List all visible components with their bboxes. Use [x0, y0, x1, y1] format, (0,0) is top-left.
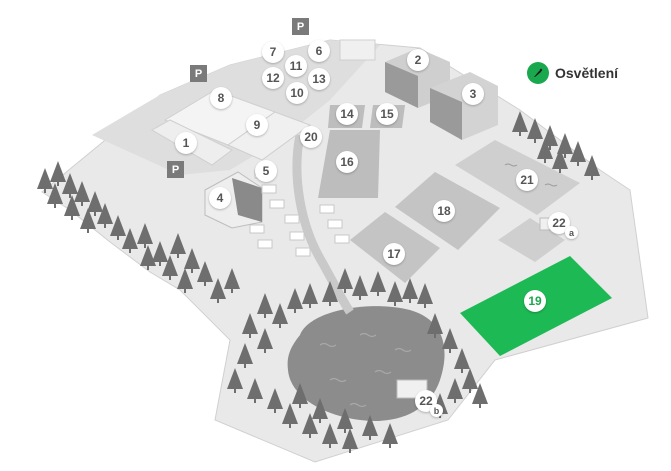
marker-1[interactable]: 1	[175, 132, 197, 154]
marker-6[interactable]: 6	[308, 40, 330, 62]
lighting-legend[interactable]: Osvětlení	[527, 62, 618, 84]
marker-17[interactable]: 17	[383, 243, 405, 265]
parking-sign-lower-left[interactable]: P	[167, 161, 184, 178]
marker-11[interactable]: 11	[285, 55, 307, 77]
building-2-side	[385, 62, 418, 108]
marker-12[interactable]: 12	[262, 67, 284, 89]
walkway	[292, 134, 354, 315]
marker-18[interactable]: 18	[433, 200, 455, 222]
marker-7[interactable]: 7	[262, 41, 284, 63]
field-22a-area	[498, 218, 565, 262]
marker-8[interactable]: 8	[210, 87, 232, 109]
building-4-side	[232, 178, 262, 222]
marker-16[interactable]: 16	[336, 151, 358, 173]
marker-20[interactable]: 20	[300, 126, 322, 148]
lamp-icon	[527, 62, 549, 84]
building-3-side	[430, 88, 462, 140]
marker-5[interactable]: 5	[255, 160, 277, 182]
parking-sign-top[interactable]: P	[292, 18, 309, 35]
marker-9[interactable]: 9	[246, 114, 268, 136]
marker-4[interactable]: 4	[209, 187, 231, 209]
marker-15[interactable]: 15	[376, 103, 398, 125]
marker-10[interactable]: 10	[286, 82, 308, 104]
marker-13[interactable]: 13	[308, 68, 330, 90]
marker-19[interactable]: 19	[524, 290, 546, 312]
marker-3[interactable]: 3	[462, 83, 484, 105]
marker-22a-suffix: a	[565, 226, 578, 239]
marker-22b-suffix: b	[430, 404, 443, 417]
marker-2[interactable]: 2	[407, 49, 429, 71]
legend-label: Osvětlení	[555, 65, 619, 81]
marker-14[interactable]: 14	[336, 103, 358, 125]
marker-21[interactable]: 21	[516, 169, 538, 191]
marker-22a[interactable]: 22	[548, 212, 570, 234]
building-6	[339, 39, 376, 61]
parking-sign-upper-left[interactable]: P	[190, 65, 207, 82]
